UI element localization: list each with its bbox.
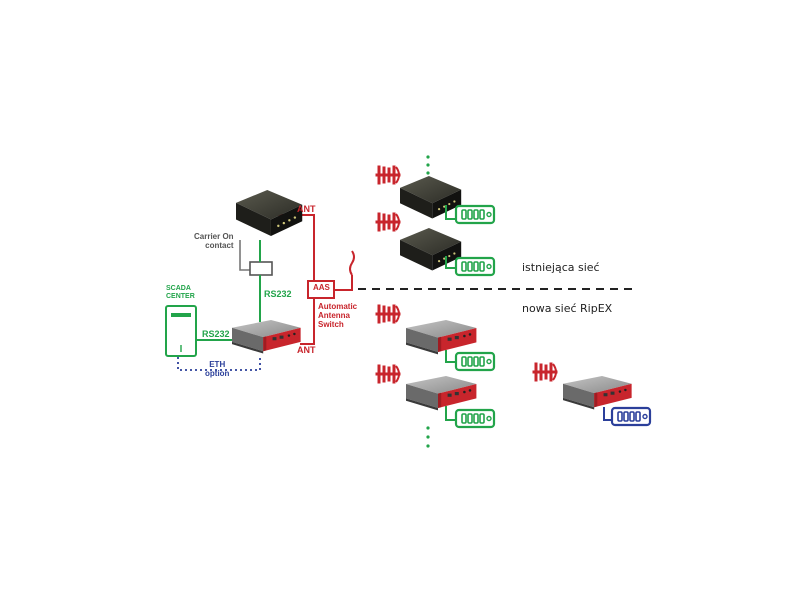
carrier-on-contact-label: Carrier On contact: [194, 232, 234, 251]
aas-desc-line1: Automatic: [318, 302, 358, 311]
carrier-contact-wire: [239, 240, 250, 271]
scada-server-icon: [165, 305, 197, 357]
rtu-icon: [454, 204, 496, 225]
radio-modem-icon: [400, 228, 462, 271]
existing-network-label: istniejąca sieć: [522, 261, 600, 274]
scada-label-line1: SCADA: [166, 285, 191, 292]
ant-label-bottom: ANT: [297, 345, 316, 355]
rtu-icon: [454, 351, 496, 372]
carrier-label-line1: Carrier On: [194, 232, 234, 241]
rtu-icon: [610, 406, 652, 427]
new-network-label: nowa sieć RipEX: [522, 302, 613, 315]
aas-antenna-cable: [334, 275, 353, 291]
eth-label-line1: ETH: [209, 360, 226, 369]
radio-modem-icon: [236, 190, 303, 236]
antenna-icon: [375, 212, 401, 232]
relay-icon: [249, 261, 273, 276]
radio-modem-icon: [563, 376, 632, 410]
scada-center-label: SCADA CENTER: [166, 285, 195, 300]
rs232-label-vertical: RS232: [264, 289, 292, 299]
more-nodes-dots: [426, 155, 430, 175]
eth-label-line2: option: [205, 368, 230, 378]
aas-label: AAS: [313, 283, 330, 292]
whip-antenna-icon: [349, 250, 355, 276]
ant-cable-bottom: [300, 298, 315, 345]
antenna-icon: [375, 364, 401, 384]
scada-label-line2: CENTER: [166, 292, 195, 300]
aas-box: [307, 280, 335, 299]
antenna-icon: [375, 304, 401, 324]
rs232-label-scada: RS232: [202, 329, 230, 339]
carrier-label-line2: contact: [205, 240, 234, 250]
rtu-icon: [454, 408, 496, 429]
radio-modem-icon: [400, 176, 462, 219]
antenna-icon: [532, 362, 558, 382]
more-nodes-dots: [426, 426, 430, 448]
aas-desc-line2: Antenna: [318, 310, 350, 320]
radio-modem-icon: [406, 376, 477, 411]
rtu-icon: [454, 256, 496, 277]
radio-modem-icon: [406, 320, 477, 355]
antenna-icon: [375, 165, 401, 185]
eth-option-label: ETH option: [205, 360, 230, 379]
aas-description: Automatic Antenna Switch: [318, 302, 358, 329]
eth-option-link: [177, 355, 261, 371]
radio-modem-icon: [232, 320, 301, 354]
aas-desc-line3: Switch: [318, 319, 344, 329]
ant-label-top: ANT: [297, 204, 316, 214]
